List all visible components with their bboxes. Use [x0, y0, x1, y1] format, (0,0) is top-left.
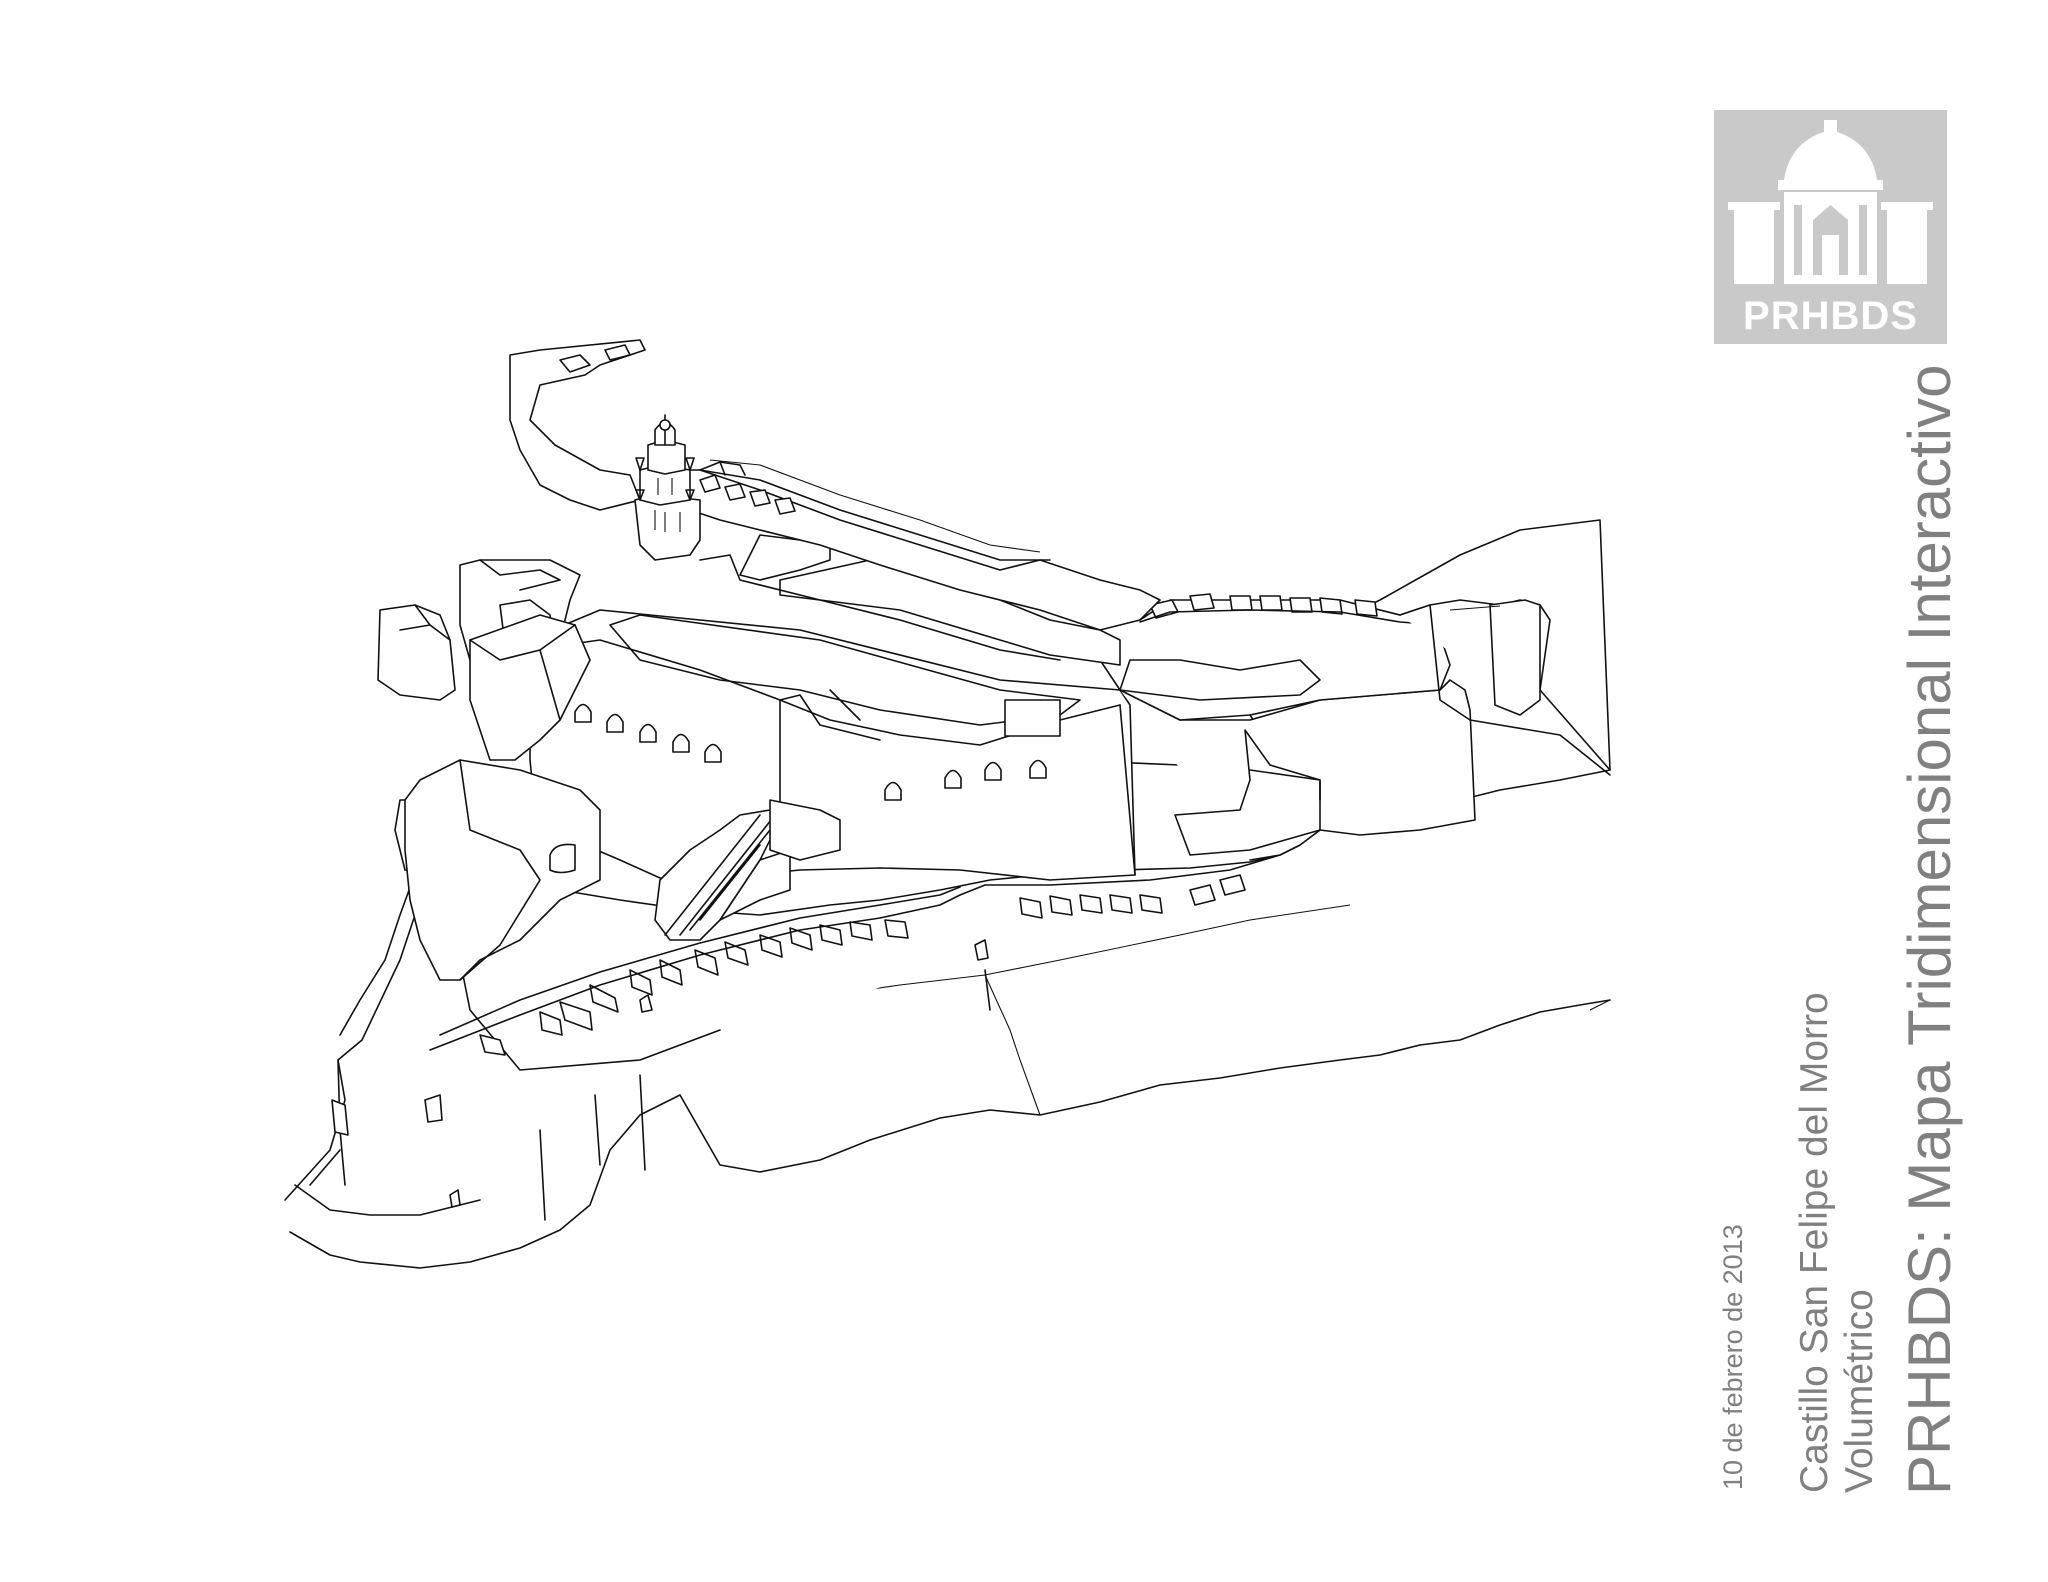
sentry-window: [1005, 700, 1060, 736]
west-bastion-lower: [470, 615, 590, 760]
ramp-link: [770, 800, 840, 860]
lower-wall-face-5: [985, 970, 990, 1010]
upper-battery-ramp: [1120, 660, 1320, 700]
sentry-box-left: [332, 1100, 348, 1135]
lower-wall-face-2: [540, 1130, 545, 1220]
east-rail: [1450, 606, 1500, 610]
document-date: 10 de febrero de 2013: [1718, 1224, 1748, 1490]
page-title: PRHBDS: Mapa Tridimensional Interactivo: [1896, 364, 1963, 1495]
north-wall-top: [700, 470, 1050, 560]
lighthouse-parapet: [700, 462, 745, 475]
east-edge: [1430, 605, 1610, 775]
lower-battery-parapet-inner: [440, 887, 960, 1035]
far-west-bastion-top: [400, 605, 450, 640]
north-wall: [640, 470, 1160, 630]
west-bastion-mid-roof: [480, 560, 560, 590]
lighthouse-turrets: [636, 458, 694, 500]
cliff-crack: [985, 975, 1040, 1115]
bastion-point-lines: [295, 1150, 480, 1215]
lower-battery-merlons: [480, 875, 1245, 1055]
east-wall: [1120, 680, 1475, 860]
cliff-edge: [1590, 1000, 1610, 1010]
gun-turret-round: [550, 844, 575, 872]
site-name: Castillo San Felipe del Morro: [1793, 992, 1836, 1493]
lighthouse-windows: [655, 478, 680, 532]
lower-west-wedge: [405, 760, 600, 980]
north-wall-merlons: [700, 475, 795, 514]
north-parapet: [700, 555, 1060, 660]
upper-battery-merlons: [1150, 594, 1377, 618]
east-bastion-recess: [1175, 730, 1320, 855]
west-bastion-upper: [510, 340, 645, 510]
prhbds-logo: PRHBDS: [1714, 110, 1947, 344]
lower-battery-parapet: [430, 855, 1280, 1050]
far-west-bastion: [378, 605, 455, 700]
casemate-arches-south: [885, 761, 1046, 801]
wedge-inner: [460, 760, 540, 980]
lighthouse-finial: [660, 420, 670, 430]
upper-battery-parapet: [1140, 610, 1440, 625]
court-ramp: [780, 690, 880, 740]
logo-text: PRHBDS: [1743, 294, 1918, 338]
view-type: Volumétrico: [1838, 1289, 1881, 1493]
capitol-building-icon: [1728, 120, 1933, 284]
north-wall-walk: [710, 460, 1040, 552]
west-bastion-notch: [560, 345, 630, 372]
garita-southwest: [450, 1190, 460, 1207]
coastline: [290, 1000, 1610, 1268]
lower-wall-face-3: [595, 1095, 600, 1165]
garita-south: [640, 995, 652, 1012]
lighthouse-base: [635, 495, 700, 560]
west-bastion-lower-roof: [470, 625, 575, 720]
lower-wall-face-4: [640, 1075, 645, 1170]
garita-southeast: [975, 940, 988, 960]
east-tower: [1490, 600, 1540, 715]
garita-west: [425, 1095, 442, 1122]
ramp-stairs: [665, 815, 775, 935]
